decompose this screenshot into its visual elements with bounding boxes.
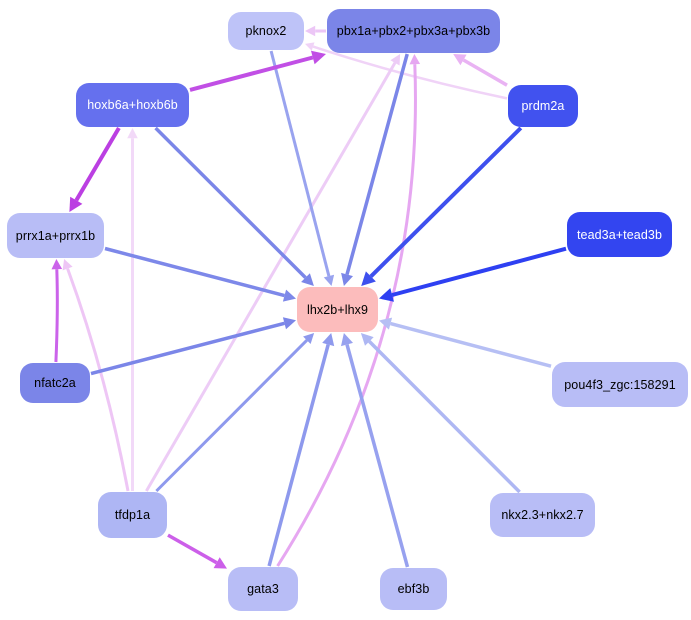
arrowhead-pou4f3-to-lhx2b <box>379 317 393 330</box>
node-ebf3b-label: ebf3b <box>397 582 430 596</box>
arrowhead-nfatc2a-to-lhx2b <box>282 317 296 330</box>
node-nkx2-label: nkx2.3+nkx2.7 <box>501 508 584 522</box>
arrowhead-pknox2-to-lhx2b <box>323 274 335 286</box>
node-hoxb6a[interactable]: hoxb6a+hoxb6b <box>76 83 189 127</box>
arrowhead-hoxb6a-to-pbx <box>311 50 326 65</box>
arrowhead-tfdp1a-to-pbx <box>390 54 401 66</box>
arrowhead-tead3a-to-lhx2b <box>379 288 394 302</box>
node-pou4f3-label: pou4f3_zgc:158291 <box>564 377 676 392</box>
node-pbx-label: pbx1a+pbx2+pbx3a+pbx3b <box>336 24 491 38</box>
edge-nfatc2a-to-prrx1a <box>54 269 59 363</box>
edge-prdm2a-to-pknox2 <box>312 45 508 100</box>
arrowhead-hoxb6a-to-lhx2b <box>301 273 314 286</box>
edge-pbx-to-lhx2b <box>345 53 409 275</box>
edge-hoxb6a-to-pbx <box>189 55 314 92</box>
edge-prrx1a-to-lhx2b <box>104 246 285 298</box>
node-tead3a-label: tead3a+tead3b <box>576 227 663 242</box>
arrowhead-gata3-to-lhx2b <box>322 333 335 347</box>
arrowhead-tfdp1a-to-hoxb6a <box>127 128 138 139</box>
arrowhead-nkx2-to-lhx2b <box>360 333 374 346</box>
node-nfatc2a[interactable]: nfatc2a <box>20 363 90 403</box>
edge-nfatc2a-to-lhx2b <box>90 321 285 376</box>
arrowhead-prdm2a-to-pknox2 <box>305 42 315 51</box>
edge-tead3a-to-lhx2b <box>391 246 567 297</box>
arrowhead-ebf3b-to-lhx2b <box>341 333 353 347</box>
arrowhead-prdm2a-to-lhx2b <box>361 271 376 286</box>
edge-pknox2-to-lhx2b <box>269 50 331 277</box>
node-prdm2a-label: prdm2a <box>521 99 565 113</box>
arrowhead-pbx-to-lhx2b <box>341 272 353 286</box>
edge-tfdp1a-to-pbx <box>145 62 397 492</box>
edge-tfdp1a-to-lhx2b <box>155 339 308 493</box>
arrowhead-hoxb6a-to-prrx1a <box>69 196 83 212</box>
edge-tfdp1a-to-gata3 <box>167 533 218 565</box>
node-gata3-label: gata3 <box>247 582 279 596</box>
arrowhead-tfdp1a-to-lhx2b <box>303 333 315 344</box>
edge-gata3-to-lhx2b <box>267 344 330 567</box>
node-gata3[interactable]: gata3 <box>228 567 298 611</box>
edge-hoxb6a-to-lhx2b <box>154 126 307 279</box>
node-pknox2-label: pknox2 <box>245 24 287 38</box>
node-ebf3b[interactable]: ebf3b <box>380 568 447 610</box>
edge-prdm2a-to-pbx <box>462 58 508 87</box>
edge-hoxb6a-to-prrx1a <box>74 126 121 202</box>
node-lhx2b-label: lhx2b+lhx9 <box>306 302 369 317</box>
node-pbx[interactable]: pbx1a+pbx2+pbx3a+pbx3b <box>327 9 500 53</box>
node-prdm2a[interactable]: prdm2a <box>508 85 578 127</box>
node-nfatc2a-label: nfatc2a <box>34 376 76 390</box>
node-nkx2[interactable]: nkx2.3+nkx2.7 <box>490 493 595 537</box>
node-tfdp1a[interactable]: tfdp1a <box>98 492 167 538</box>
edge-prdm2a-to-lhx2b <box>369 126 523 278</box>
node-lhx2b[interactable]: lhx2b+lhx9 <box>297 287 378 332</box>
node-prrx1a[interactable]: prrx1a+prrx1b <box>7 213 104 258</box>
arrowhead-gata3-to-pbx <box>409 54 421 65</box>
arrowhead-pbx-to-pknox2 <box>305 25 316 37</box>
node-tead3a[interactable]: tead3a+tead3b <box>567 212 672 257</box>
edge-nkx2-to-lhx2b <box>368 340 521 494</box>
node-prrx1a-label: prrx1a+prrx1b <box>15 228 96 243</box>
edge-ebf3b-to-lhx2b <box>345 344 410 568</box>
arrowhead-tfdp1a-to-gata3 <box>213 557 227 569</box>
node-pou4f3[interactable]: pou4f3_zgc:158291 <box>552 362 688 407</box>
arrowhead-tfdp1a-to-prrx1a <box>62 259 73 271</box>
edge-tfdp1a-to-prrx1a <box>66 268 130 492</box>
arrowhead-nfatc2a-to-prrx1a <box>51 259 63 270</box>
node-hoxb6a-label: hoxb6a+hoxb6b <box>87 98 178 112</box>
arrowhead-prrx1a-to-lhx2b <box>282 289 296 302</box>
node-tfdp1a-label: tfdp1a <box>114 508 151 522</box>
edge-pou4f3-to-lhx2b <box>390 321 552 368</box>
arrowhead-prdm2a-to-pbx <box>453 54 467 66</box>
node-pknox2[interactable]: pknox2 <box>228 12 304 50</box>
